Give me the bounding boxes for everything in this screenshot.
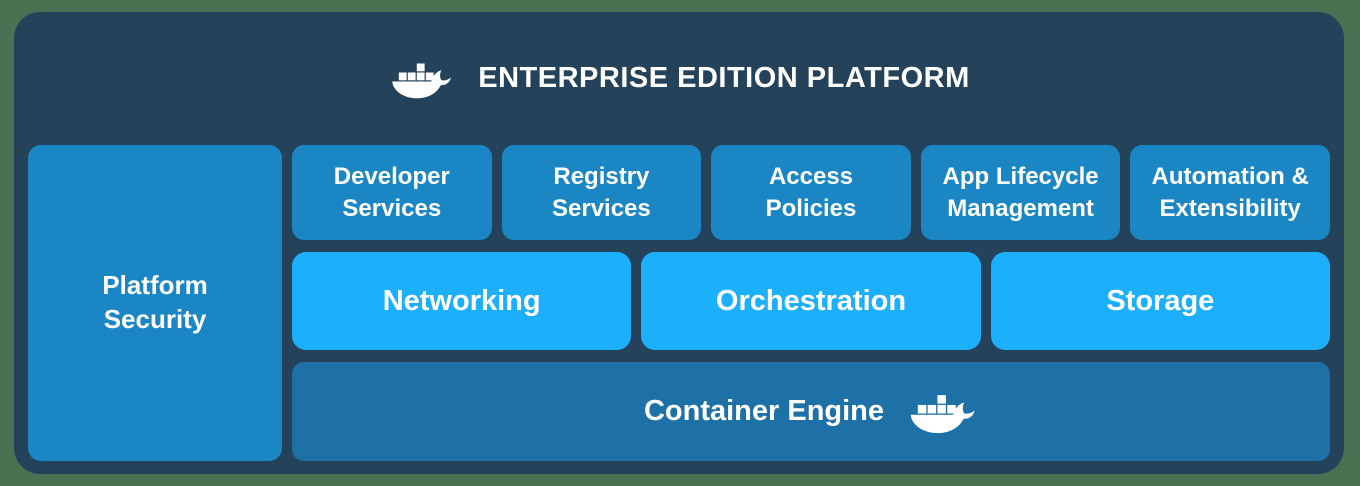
developer-services-label: Developer Services (333, 162, 450, 222)
access-policies-label: Access Policies (765, 162, 857, 222)
platform-content: Platform Security Developer Services Reg… (28, 145, 1330, 461)
storage-label: Storage (1106, 284, 1215, 317)
platform-header: ENTERPRISE EDITION PLATFORM (28, 12, 1330, 145)
orchestration-box: Orchestration (641, 252, 981, 350)
app-lifecycle-management-label: App Lifecycle Management (942, 162, 1099, 222)
registry-services-box: Registry Services (501, 145, 702, 240)
platform-security-box: Platform Security (28, 145, 282, 461)
orchestration-label: Orchestration (715, 284, 907, 317)
networking-label: Networking (382, 284, 541, 317)
engine-row: Container Engine (292, 362, 1330, 461)
automation-extensibility-box: Automation & Extensibility (1130, 145, 1330, 240)
platform-grid: Developer Services Registry Services Acc… (292, 145, 1330, 461)
docker-whale-icon (388, 55, 454, 102)
page-title: ENTERPRISE EDITION PLATFORM (478, 62, 970, 94)
docker-whale-icon (906, 386, 978, 437)
access-policies-box: Access Policies (711, 145, 911, 240)
container-engine-box: Container Engine (292, 362, 1330, 461)
enterprise-platform-panel: ENTERPRISE EDITION PLATFORM Platform Sec… (14, 12, 1344, 474)
platform-security-label: Platform Security (102, 270, 208, 334)
core-row: Networking Orchestration Storage (292, 252, 1330, 350)
container-engine-label: Container Engine (643, 395, 885, 427)
developer-services-box: Developer Services (292, 145, 492, 240)
services-row: Developer Services Registry Services Acc… (292, 145, 1330, 240)
networking-box: Networking (292, 252, 632, 350)
registry-services-label: Registry Services (552, 162, 651, 222)
app-lifecycle-management-box: App Lifecycle Management (920, 145, 1121, 240)
automation-extensibility-label: Automation & Extensibility (1151, 162, 1309, 222)
storage-box: Storage (990, 252, 1330, 350)
